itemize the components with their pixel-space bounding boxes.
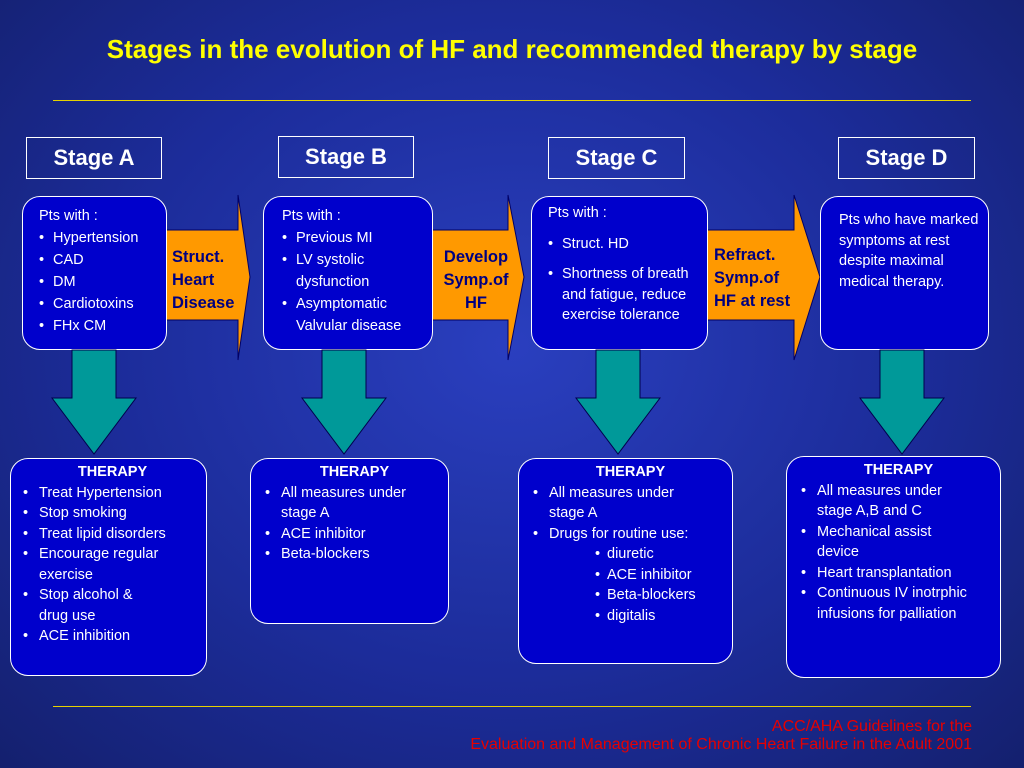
- stage-a-label: Stage A: [26, 137, 162, 179]
- stage-d-description: Pts who have marked symptoms at rest des…: [820, 196, 989, 350]
- stage-c-label: Stage C: [548, 137, 685, 179]
- stage-d-therapy: THERAPY All measures under stage A,B and…: [786, 456, 1001, 678]
- stage-b-label: Stage B: [278, 136, 414, 178]
- transition-arrow-a-b: [165, 194, 251, 361]
- stage-c-therapy: THERAPY All measures under stage A Drugs…: [518, 458, 733, 664]
- transition-arrow-b-c: [431, 194, 525, 361]
- stage-a-therapy: THERAPY Treat Hypertension Stop smoking …: [10, 458, 207, 676]
- bottom-divider: [53, 706, 971, 707]
- top-divider: [53, 100, 971, 101]
- footer-source: ACC/AHA Guidelines for the Evaluation an…: [470, 718, 972, 753]
- down-arrow-stage-c: [575, 349, 661, 455]
- stage-b-therapy: THERAPY All measures under stage A ACE i…: [250, 458, 449, 624]
- stage-b-description: Pts with : Previous MI LV systolic dysfu…: [263, 196, 433, 350]
- stage-a-description: Pts with : Hypertension CAD DM Cardiotox…: [22, 196, 167, 350]
- down-arrow-stage-a: [51, 349, 137, 455]
- page-title: Stages in the evolution of HF and recomm…: [106, 34, 918, 64]
- down-arrow-stage-b: [301, 349, 387, 455]
- stage-c-description: Pts with : Struct. HD Shortness of breat…: [531, 196, 708, 350]
- transition-arrow-c-d: [705, 194, 821, 361]
- stage-d-label: Stage D: [838, 137, 975, 179]
- down-arrow-stage-d: [859, 349, 945, 455]
